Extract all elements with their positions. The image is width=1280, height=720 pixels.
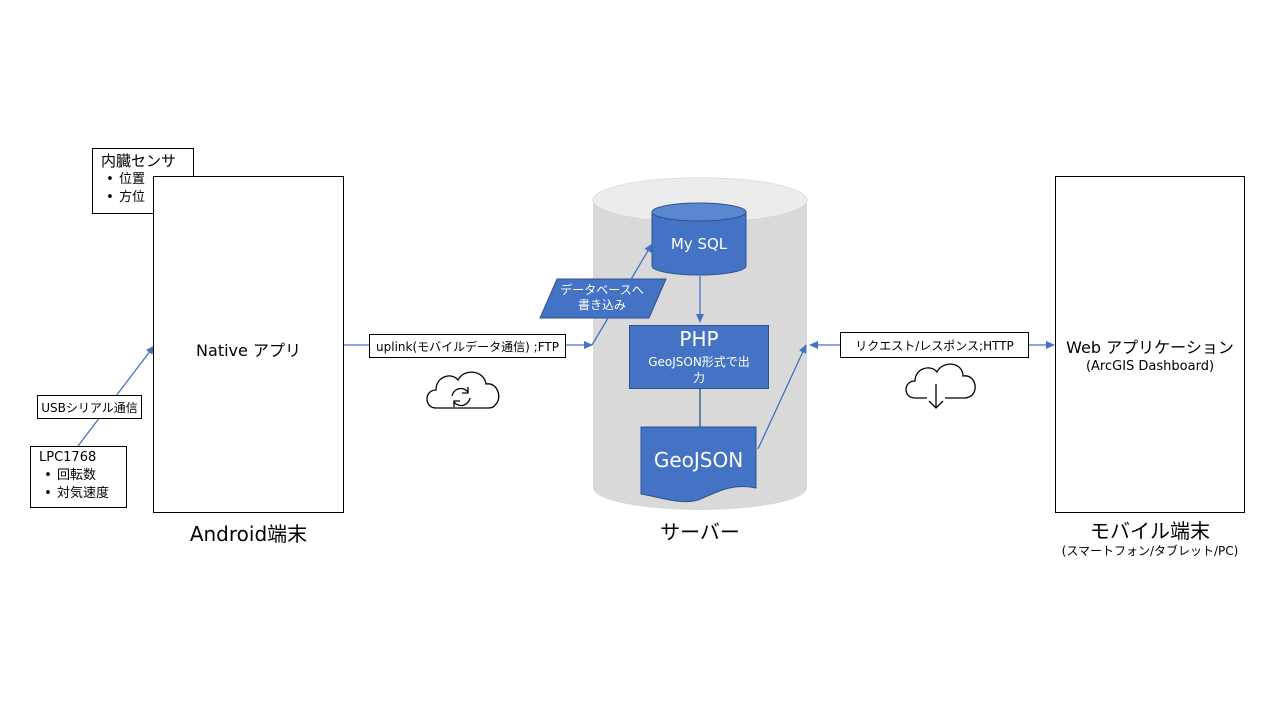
uplink-label: uplink(モバイルデータ通信) ;FTP xyxy=(369,334,566,358)
cloud-download-icon xyxy=(905,363,976,409)
uplink-to-mysql-arrow xyxy=(591,243,653,346)
usb-serial-label: USBシリアル通信 xyxy=(37,395,142,419)
db-write-parallelogram xyxy=(539,278,667,319)
php-title: PHP xyxy=(679,327,719,351)
mobile-device-label: モバイル端末 xyxy=(1090,518,1210,543)
sensor-list: 位置 方位 xyxy=(101,171,185,207)
geojson-label: GeoJSON xyxy=(653,448,744,472)
sensor-item: 位置 xyxy=(101,171,185,189)
native-app-label: Native アプリ xyxy=(196,341,301,360)
sensor-item: 方位 xyxy=(101,189,185,207)
lpc-item: 対気速度 xyxy=(39,485,118,503)
android-device xyxy=(153,176,344,513)
cloud-sync-icon xyxy=(426,371,500,409)
request-response-label: リクエスト/レスポンス;HTTP xyxy=(840,332,1029,358)
mobile-device-sublabel: (スマートフォン/タブレット/PC) xyxy=(1061,543,1239,558)
server-label: サーバー xyxy=(660,519,740,544)
android-device-label: Android端末 xyxy=(189,521,308,546)
mobile-device xyxy=(1055,176,1245,513)
php-subtitle: GeoJSON形式で出 力 xyxy=(648,355,750,385)
db-write-label: データベースへ 書き込み xyxy=(560,283,644,312)
lpc-list: 回転数 対気速度 xyxy=(39,467,118,503)
web-app-title: Web アプリケーション xyxy=(1066,338,1234,357)
lpc-box: LPC1768 回転数 対気速度 xyxy=(30,446,127,508)
mysql-shape xyxy=(651,202,747,276)
php-box xyxy=(629,325,769,389)
web-app-subtitle: (ArcGIS Dashboard) xyxy=(1085,358,1215,374)
mysql-label: My SQL xyxy=(670,235,728,253)
geojson-to-request-arrow xyxy=(757,344,807,450)
geojson-document-shape xyxy=(640,426,757,503)
sensor-box-title: 内臓センサ xyxy=(101,152,177,170)
lpc-box-title: LPC1768 xyxy=(39,450,97,465)
lpc-item: 回転数 xyxy=(39,467,118,485)
